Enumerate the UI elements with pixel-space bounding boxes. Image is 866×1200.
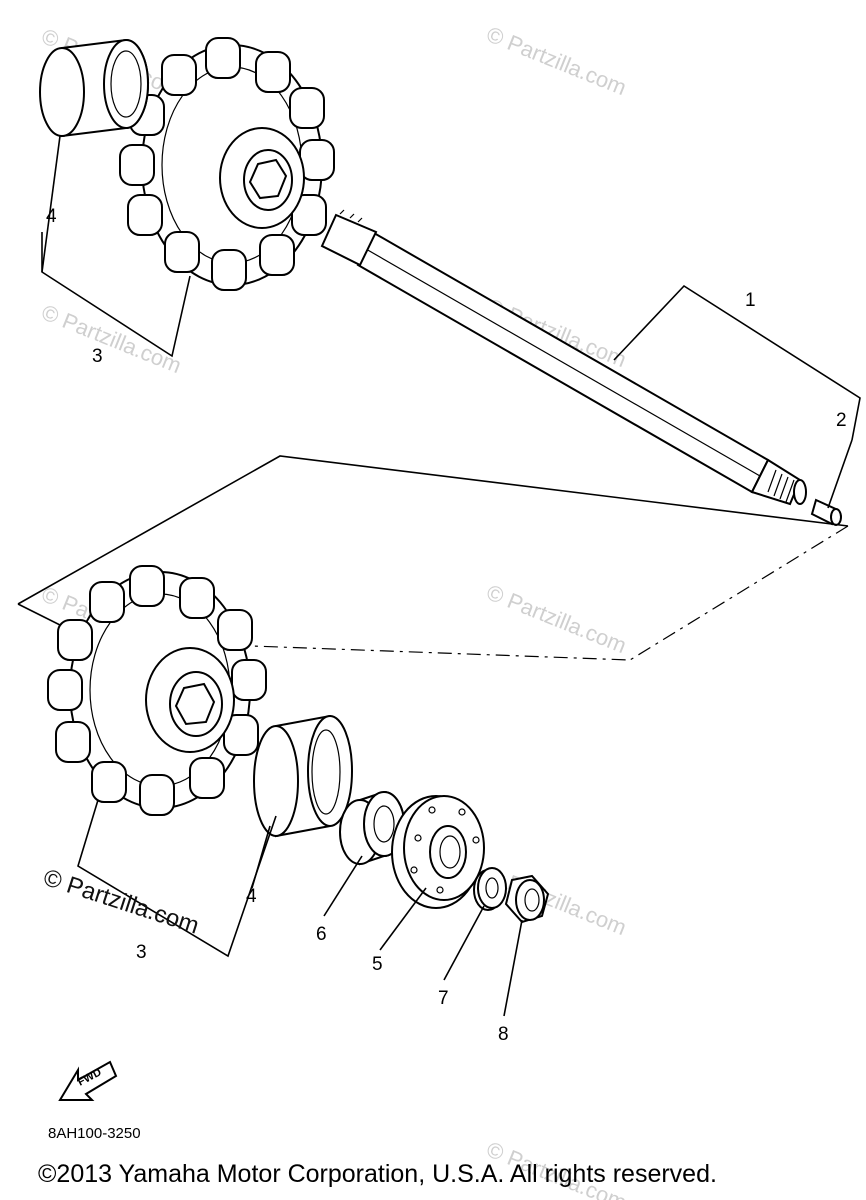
watermark: © Partzilla.com bbox=[483, 21, 630, 100]
leader-lines-top bbox=[41, 135, 861, 509]
callout-2: 2 bbox=[836, 410, 847, 431]
watermark: © Partzilla.com bbox=[38, 299, 185, 378]
callout-5: 5 bbox=[372, 954, 383, 975]
callout-3-bottom: 3 bbox=[136, 942, 147, 963]
callouts: 1 2 3 4 4 6 5 7 8 3 bbox=[46, 206, 847, 1045]
diagram-code: 8AH100-3250 bbox=[48, 1125, 141, 1142]
sprocket-top bbox=[119, 37, 335, 291]
spacer-ring-top bbox=[39, 38, 149, 138]
callout-4-bottom: 4 bbox=[246, 886, 257, 907]
sprocket-bottom bbox=[47, 565, 267, 816]
pin bbox=[810, 498, 842, 526]
callout-6: 6 bbox=[316, 924, 327, 945]
leader-lines-bottom bbox=[77, 799, 523, 1017]
callout-7: 7 bbox=[438, 988, 449, 1009]
callout-3-top: 3 bbox=[92, 346, 103, 367]
copyright-notice: ©2013 Yamaha Motor Corporation, U.S.A. A… bbox=[38, 1160, 717, 1188]
washer bbox=[473, 867, 507, 911]
watermark-dark: © Partzilla.com bbox=[40, 864, 202, 940]
flange bbox=[391, 795, 485, 909]
watermark: © Partzilla.com bbox=[483, 861, 630, 940]
drive-shaft bbox=[320, 209, 807, 506]
sprocket-teeth-bottom bbox=[47, 565, 267, 816]
nut bbox=[504, 874, 550, 924]
watermark: © Partzilla.com bbox=[483, 579, 630, 658]
fwd-arrow-icon: FWD bbox=[58, 1060, 118, 1101]
spacer-ring-bottom bbox=[253, 714, 353, 838]
callout-1: 1 bbox=[745, 290, 756, 311]
callout-4-top: 4 bbox=[46, 206, 57, 227]
callout-8: 8 bbox=[498, 1024, 509, 1045]
